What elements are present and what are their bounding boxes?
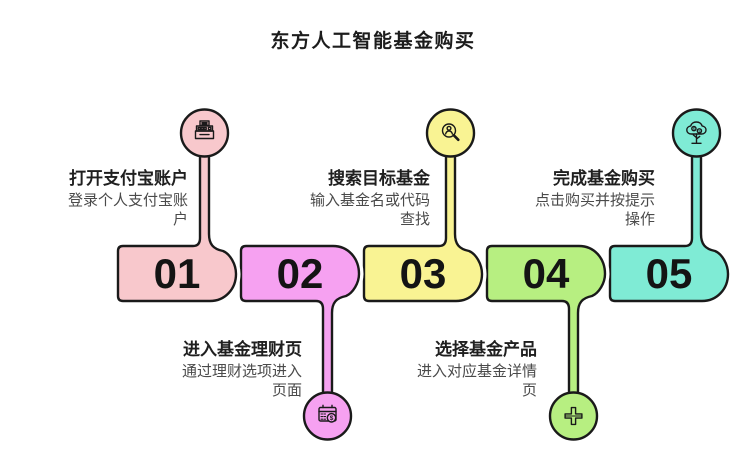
- step-title: 打开支付宝账户: [69, 169, 188, 188]
- money-tree-icon: $ $: [686, 121, 707, 144]
- step-description: 通过理财选项进入页面: [181, 363, 302, 399]
- step-text-block: 搜索目标基金 输入基金名或代码查找: [302, 168, 430, 229]
- step-description: 进入对应基金详情页: [416, 363, 537, 399]
- search-user-icon: [441, 123, 460, 142]
- step-text-block: 完成基金购买 点击购买并按提示操作: [527, 168, 655, 229]
- step-title: 完成基金购买: [553, 169, 655, 188]
- step-title: 进入基金理财页: [183, 340, 302, 359]
- step-text-block: 打开支付宝账户 登录个人支付宝账户: [60, 168, 188, 229]
- cash-register-icon: [194, 120, 215, 140]
- plus-icon: [564, 406, 583, 426]
- step-title: 选择基金产品: [435, 340, 537, 359]
- step-number: 02: [276, 250, 324, 297]
- step-group-3: [359, 108, 487, 306]
- step-title: 搜索目标基金: [328, 169, 430, 188]
- step-group-5: $ $: [605, 108, 733, 306]
- calendar-dollar-icon: $: [318, 404, 337, 423]
- step-group-4: [482, 241, 610, 441]
- step-description: 点击购买并按提示操作: [534, 192, 655, 228]
- step-number: 04: [522, 250, 570, 297]
- step-text-block: 进入基金理财页 通过理财选项进入页面: [174, 339, 302, 400]
- ribbon-shape: [116, 148, 238, 303]
- step-number: 05: [645, 250, 693, 297]
- step-text-block: 选择基金产品 进入对应基金详情页: [409, 339, 537, 400]
- step-description: 输入基金名或代码查找: [309, 192, 430, 228]
- svg-text:$: $: [693, 127, 696, 131]
- step-description: 登录个人支付宝账户: [67, 192, 188, 228]
- page-title: 东方人工智能基金购买: [270, 31, 476, 52]
- ribbon-shape: [362, 148, 484, 303]
- step-icon-circle: [425, 108, 476, 158]
- svg-text:$: $: [698, 129, 701, 133]
- step-number: 01: [153, 250, 201, 297]
- step-icon-circle: [179, 108, 230, 158]
- svg-text:$: $: [330, 415, 334, 422]
- step-group-2: $: [236, 241, 364, 441]
- ribbon-shape: [608, 148, 730, 303]
- step-number: 03: [399, 250, 447, 297]
- step-icon-circle: [671, 108, 722, 158]
- step-group-1: [113, 108, 241, 306]
